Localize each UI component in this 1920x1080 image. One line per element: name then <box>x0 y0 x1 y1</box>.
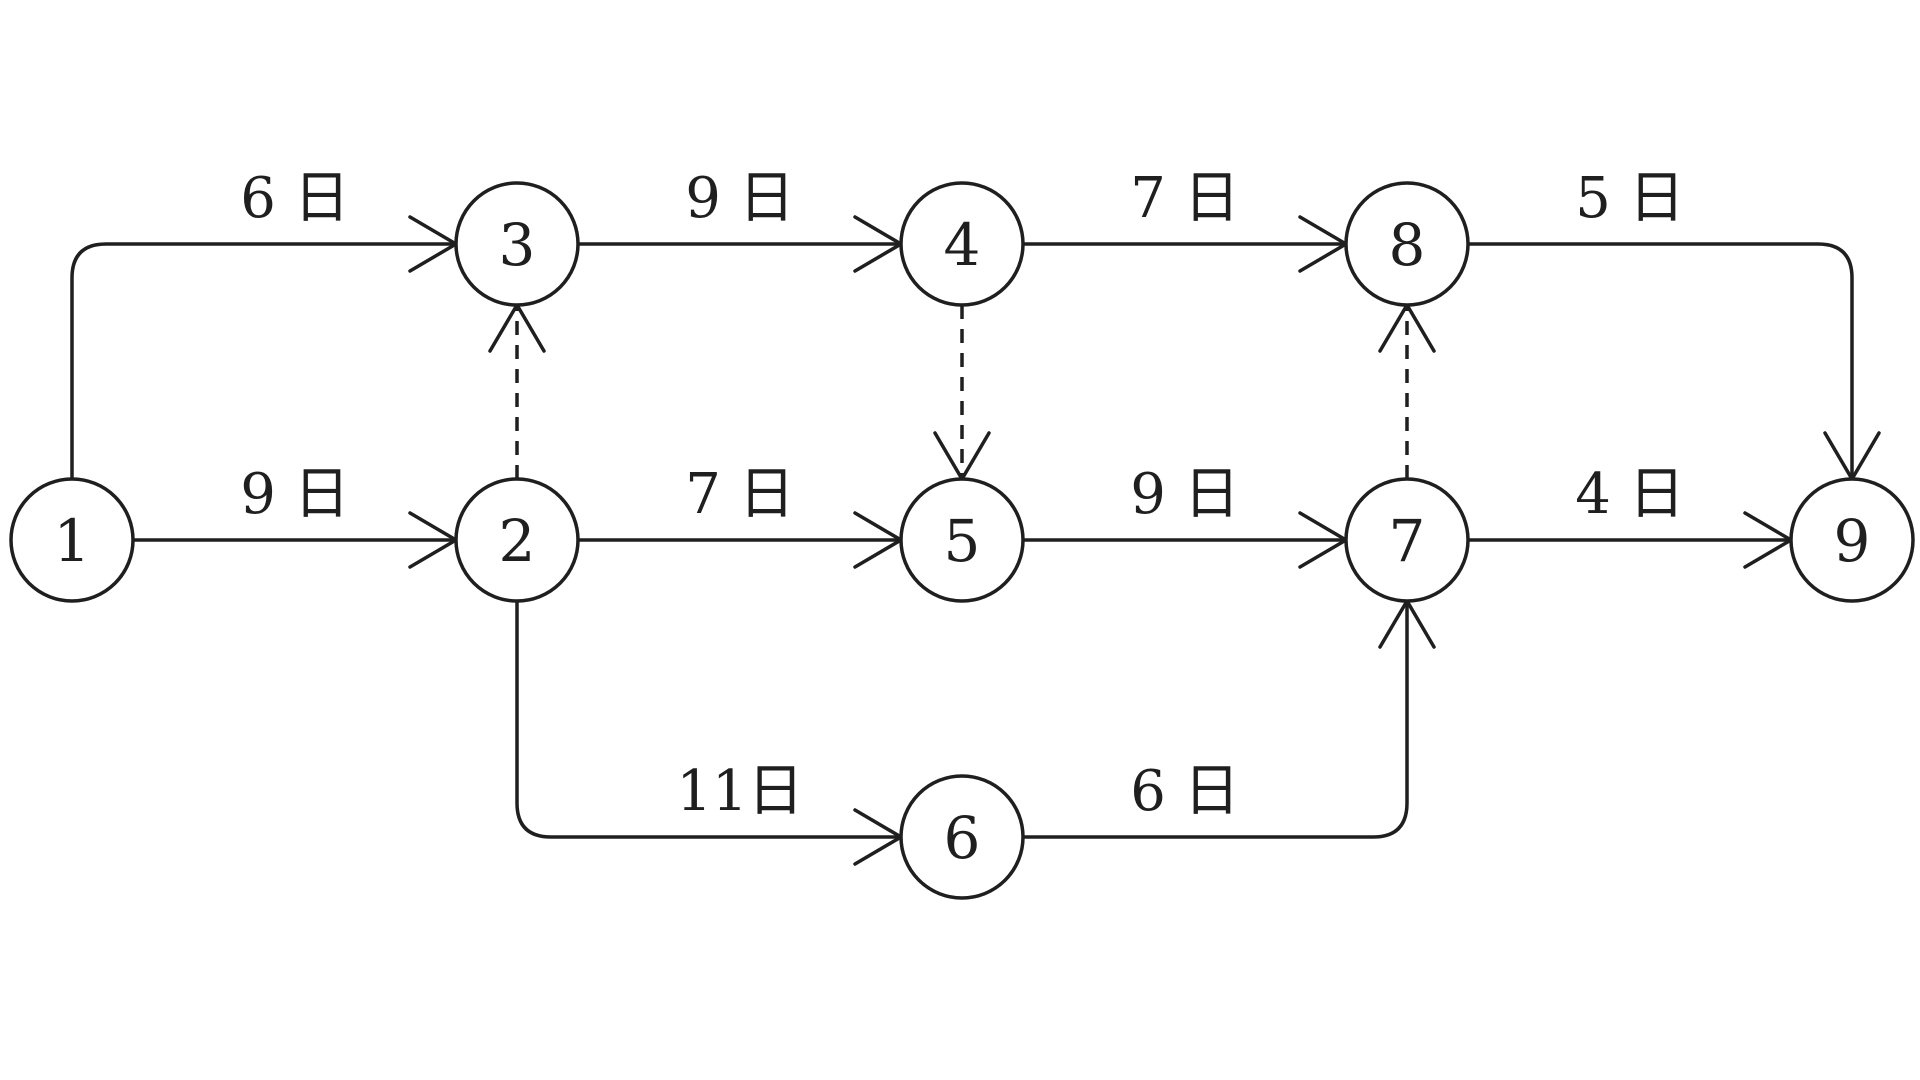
node-circle-1 <box>9 477 135 603</box>
node-label-9: 9 <box>1834 507 1871 575</box>
edge-8-9 <box>1468 242 1881 483</box>
node-circle-6 <box>899 774 1025 900</box>
edge-label-3-4: 9 日 <box>685 166 794 231</box>
node-9: 9 <box>1789 477 1915 603</box>
node-2: 2 <box>454 477 580 603</box>
node-6: 6 <box>899 774 1025 900</box>
edge-labels-layer: 6 日 9 日 9 日 7 日 5 日 7 日 9 日 4 日 11日 6 日 <box>240 166 1684 824</box>
node-label-1: 1 <box>54 507 91 575</box>
node-4: 4 <box>899 181 1025 307</box>
edge-label-2-6: 11日 <box>676 759 803 824</box>
node-circle-9 <box>1789 477 1915 603</box>
activity-line-1-3 <box>70 242 456 479</box>
edge-label-2-5: 7 日 <box>685 462 794 527</box>
node-label-7: 7 <box>1389 507 1426 575</box>
edge-label-5-7: 9 日 <box>1130 462 1239 527</box>
edge-2-3 <box>488 301 546 479</box>
edge-label-7-9: 4 日 <box>1575 462 1684 527</box>
node-circle-4 <box>899 181 1025 307</box>
activity-line-6-7 <box>1023 601 1409 839</box>
node-label-4: 4 <box>944 211 981 279</box>
node-circle-2 <box>454 477 580 603</box>
node-circle-7 <box>1344 477 1470 603</box>
node-circle-8 <box>1344 181 1470 307</box>
edge-7-8 <box>1378 301 1436 479</box>
edge-label-6-7: 6 日 <box>1130 759 1239 824</box>
edge-label-1-2: 9 日 <box>240 462 349 527</box>
node-1: 1 <box>9 477 135 603</box>
node-8: 8 <box>1344 181 1470 307</box>
node-5: 5 <box>899 477 1025 603</box>
node-label-2: 2 <box>499 507 536 575</box>
node-circle-5 <box>899 477 1025 603</box>
node-label-5: 5 <box>944 507 981 575</box>
node-3: 3 <box>454 181 580 307</box>
edge-label-4-8: 7 日 <box>1130 166 1239 231</box>
nodes-layer: 1 2 3 4 5 6 7 8 9 <box>9 181 1915 900</box>
edge-label-8-9: 5 日 <box>1575 166 1684 231</box>
activity-line-8-9 <box>1468 242 1854 479</box>
activity-line-2-6 <box>515 601 901 839</box>
node-7: 7 <box>1344 477 1470 603</box>
node-circle-3 <box>454 181 580 307</box>
edge-2-6 <box>515 601 905 866</box>
node-label-8: 8 <box>1389 211 1426 279</box>
edge-1-3 <box>70 215 460 479</box>
edge-label-1-3: 6 日 <box>240 166 349 231</box>
edge-4-5 <box>933 305 991 483</box>
node-label-6: 6 <box>944 804 981 872</box>
node-label-3: 3 <box>499 211 536 279</box>
